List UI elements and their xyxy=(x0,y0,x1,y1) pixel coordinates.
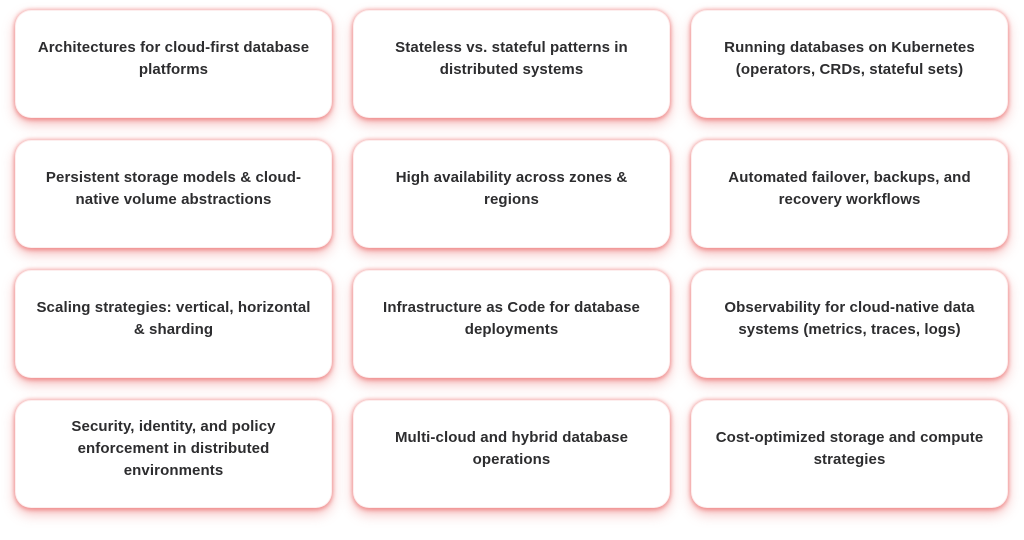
topic-card-multi-cloud[interactable]: Multi-cloud and hybrid database operatio… xyxy=(353,400,670,508)
topic-card-persistent-storage[interactable]: Persistent storage models & cloud-native… xyxy=(15,140,332,248)
topic-card-label: Infrastructure as Code for database depl… xyxy=(383,299,640,338)
topic-card-scaling-strategies[interactable]: Scaling strategies: vertical, horizontal… xyxy=(15,270,332,378)
topic-card-cost-optimized[interactable]: Cost-optimized storage and compute strat… xyxy=(691,400,1008,508)
topic-card-label: Security, identity, and policy enforceme… xyxy=(71,418,276,479)
topic-card-architectures[interactable]: Architectures for cloud-first database p… xyxy=(15,10,332,118)
topic-card-grid: Architectures for cloud-first database p… xyxy=(15,10,1008,508)
topic-card-kubernetes[interactable]: Running databases on Kubernetes (operato… xyxy=(691,10,1008,118)
topic-card-automated-failover[interactable]: Automated failover, backups, and recover… xyxy=(691,140,1008,248)
topic-card-label: Architectures for cloud-first database p… xyxy=(37,39,310,78)
topic-card-label: Cost-optimized storage and compute strat… xyxy=(715,429,984,468)
topic-card-observability[interactable]: Observability for cloud-native data syst… xyxy=(691,270,1008,378)
topic-card-label: High availability across zones & regions xyxy=(395,169,628,208)
topic-card-label: Running databases on Kubernetes (operato… xyxy=(724,39,975,78)
topic-card-security-identity[interactable]: Security, identity, and policy enforceme… xyxy=(15,400,332,508)
topic-card-label: Observability for cloud-native data syst… xyxy=(724,299,975,338)
topic-card-high-availability[interactable]: High availability across zones & regions xyxy=(353,140,670,248)
topic-card-label: Automated failover, backups, and recover… xyxy=(728,169,971,208)
topic-card-infrastructure-as-code[interactable]: Infrastructure as Code for database depl… xyxy=(353,270,670,378)
topic-card-label: Stateless vs. stateful patterns in distr… xyxy=(395,39,628,78)
topic-card-label: Persistent storage models & cloud-native… xyxy=(45,169,302,208)
topic-card-label: Multi-cloud and hybrid database operatio… xyxy=(394,429,629,468)
topic-card-label: Scaling strategies: vertical, horizontal… xyxy=(36,299,311,338)
topic-card-stateless-stateful[interactable]: Stateless vs. stateful patterns in distr… xyxy=(353,10,670,118)
